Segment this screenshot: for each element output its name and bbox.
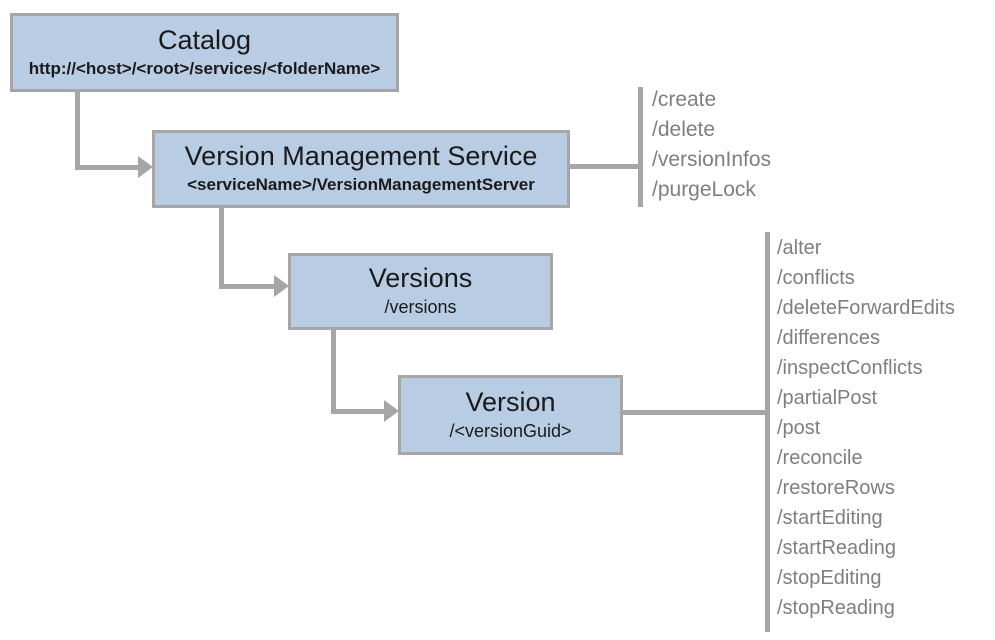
node-vms-title: Version Management Service — [184, 141, 538, 172]
operation-item: /inspectConflicts — [777, 357, 923, 379]
arrow-right-icon — [274, 275, 289, 297]
node-version-subtitle: /<versionGuid> — [449, 420, 572, 441]
node-versions: Versions /versions — [288, 253, 553, 330]
operation-item: /versionInfos — [652, 148, 772, 171]
operation-item: /stopReading — [777, 597, 895, 619]
connector-version-to-operations — [623, 410, 765, 415]
connector-versions-to-version-horizontal — [331, 409, 384, 414]
connector-versions-to-version-vertical — [331, 330, 336, 413]
vms-operations-bracket-bar — [638, 87, 643, 207]
operation-item: /post — [777, 417, 821, 439]
operation-item: /differences — [777, 327, 881, 349]
node-version: Version /<versionGuid> — [398, 375, 623, 455]
node-versions-subtitle: /versions — [384, 297, 457, 318]
connector-vms-to-operations — [570, 164, 638, 169]
vms-operations-list: /create /delete /versionInfos /purgeLock — [652, 85, 771, 205]
node-version-management-service: Version Management Service <serviceName>… — [152, 130, 570, 208]
connector-vms-to-versions-horizontal — [219, 284, 274, 289]
node-vms-subtitle: <serviceName>/VersionManagementServer — [187, 175, 535, 195]
operation-item: /reconcile — [777, 447, 863, 469]
operation-item: /partialPost — [777, 387, 878, 409]
node-version-title: Version — [465, 386, 556, 417]
connector-catalog-to-vms-horizontal — [75, 165, 138, 170]
operation-item: /delete — [652, 118, 716, 141]
operation-item: /deleteForwardEdits — [777, 297, 955, 319]
node-versions-title: Versions — [368, 263, 473, 294]
operation-item: /purgeLock — [652, 178, 756, 201]
operation-item: /stopEditing — [777, 567, 882, 589]
version-operations-list: /alter /conflicts /deleteForwardEdits /d… — [777, 233, 955, 623]
node-catalog-title: Catalog — [157, 24, 252, 55]
node-catalog: Catalog http://<host>/<root>/services/<f… — [10, 13, 399, 92]
operation-item: /conflicts — [777, 267, 855, 289]
operation-item: /startReading — [777, 537, 896, 559]
operation-item: /create — [652, 88, 717, 111]
arrow-right-icon — [384, 400, 399, 422]
node-catalog-subtitle: http://<host>/<root>/services/<folderNam… — [28, 58, 381, 78]
arrow-right-icon — [138, 156, 153, 178]
operation-item: /restoreRows — [777, 477, 895, 499]
operation-item: /startEditing — [777, 507, 883, 529]
connector-vms-to-versions-vertical — [219, 208, 224, 288]
operation-item: /alter — [777, 237, 822, 259]
version-operations-bracket-bar — [765, 232, 770, 632]
connector-catalog-to-vms-vertical — [75, 92, 80, 168]
